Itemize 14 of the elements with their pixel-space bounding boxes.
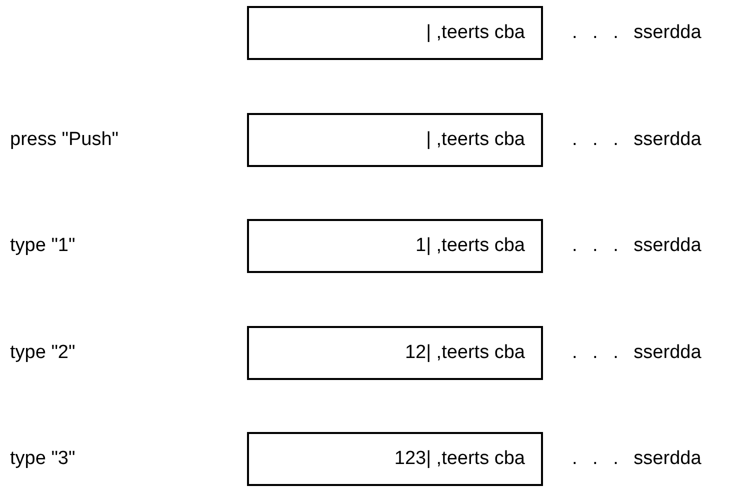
step-label: type "1" (10, 234, 76, 258)
text-field: | ,teerts cba (247, 6, 543, 60)
continuation-text: . . . sserdda (572, 234, 702, 258)
text-field: | ,teerts cba (247, 113, 543, 167)
continuation-text: . . . sserdda (572, 21, 702, 45)
continuation-text: . . . sserdda (572, 341, 702, 365)
step-label: type "2" (10, 341, 76, 365)
text-field: 123| ,teerts cba (247, 432, 543, 486)
step-label: press "Push" (10, 128, 119, 152)
step-label: type "3" (10, 447, 76, 471)
continuation-text: . . . sserdda (572, 447, 702, 471)
continuation-text: . . . sserdda (572, 128, 702, 152)
text-field: 1| ,teerts cba (247, 219, 543, 273)
text-field: 12| ,teerts cba (247, 326, 543, 380)
